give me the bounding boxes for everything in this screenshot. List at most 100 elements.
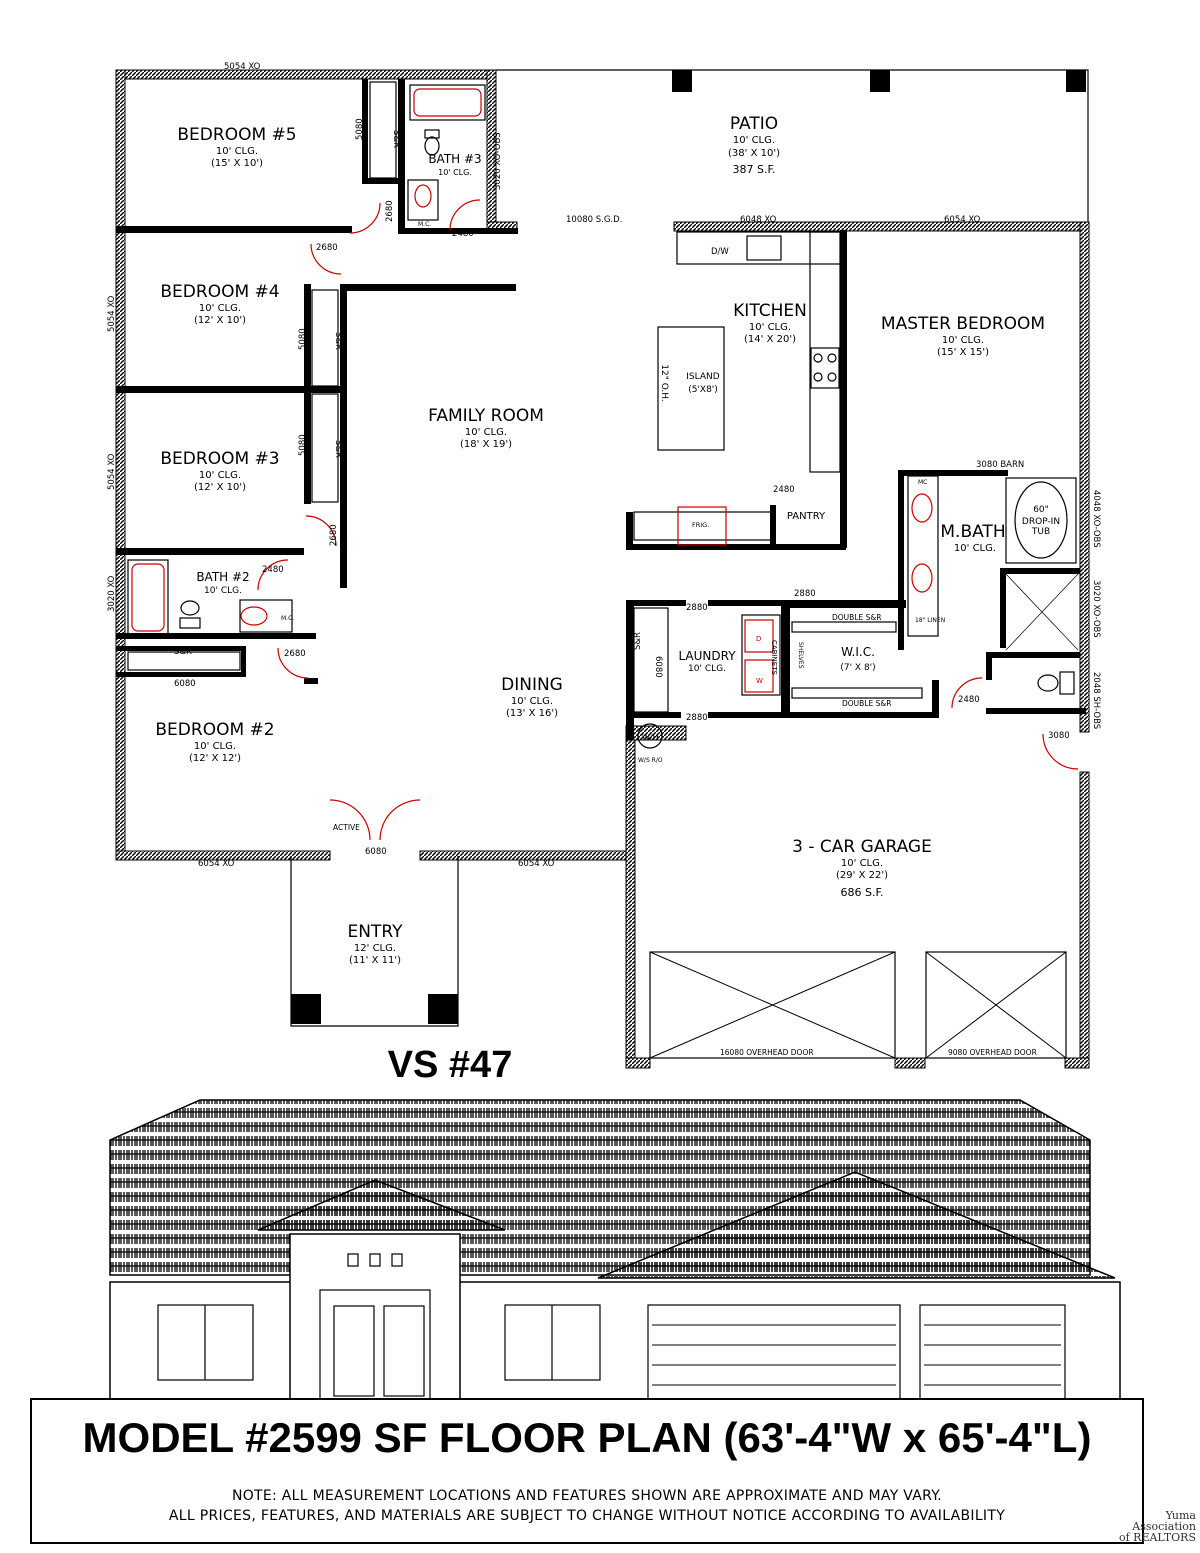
room-bedroom-2: BEDROOM #2 10' CLG. (12' X 12') [155, 720, 274, 764]
svg-text:5080: 5080 [298, 434, 308, 456]
svg-text:(13' X 16'): (13' X 16') [506, 708, 558, 719]
svg-text:2680: 2680 [385, 200, 395, 222]
note-line-2: ALL PRICES, FEATURES, AND MATERIALS ARE … [168, 1508, 1006, 1524]
svg-text:10' CLG.: 10' CLG. [688, 664, 726, 674]
svg-text:10' CLG.: 10' CLG. [204, 586, 242, 596]
svg-text:2880: 2880 [686, 713, 708, 723]
svg-text:387 S.F.: 387 S.F. [732, 163, 775, 176]
svg-text:10' CLG.: 10' CLG. [194, 741, 236, 752]
realtors-logo: Yuma Association of REALTORS [1118, 1509, 1196, 1544]
svg-text:5080: 5080 [355, 118, 365, 140]
front-elevation [109, 1099, 1121, 1405]
svg-text:10' CLG.: 10' CLG. [465, 427, 507, 438]
svg-text:10' CLG.: 10' CLG. [511, 696, 553, 707]
svg-text:M.BATH: M.BATH [940, 522, 1005, 542]
room-bedroom-4: BEDROOM #4 10' CLG. (12' X 10') [160, 282, 279, 326]
svg-text:D: D [756, 635, 761, 643]
svg-text:2480: 2480 [452, 229, 474, 239]
svg-text:S&R: S&R [633, 632, 643, 650]
svg-text:9080 OVERHEAD DOOR: 9080 OVERHEAD DOOR [948, 1048, 1037, 1057]
svg-text:60": 60" [1033, 505, 1049, 515]
svg-text:W/S R/O: W/S R/O [638, 757, 663, 764]
svg-text:KITCHEN: KITCHEN [733, 301, 807, 321]
svg-text:10' CLG.: 10' CLG. [438, 168, 472, 177]
entry-outline [290, 856, 459, 1027]
garage-doors [649, 951, 1067, 1059]
svg-text:10' CLG.: 10' CLG. [733, 135, 775, 146]
svg-text:3020 XO: 3020 XO [107, 575, 117, 612]
svg-text:2480: 2480 [773, 485, 795, 495]
svg-text:3 - CAR GARAGE: 3 - CAR GARAGE [792, 837, 932, 857]
svg-text:2480: 2480 [958, 695, 980, 705]
svg-text:(14' X 20'): (14' X 20') [744, 334, 796, 345]
room-bath-3: BATH #3 10' CLG. [428, 152, 481, 177]
svg-text:(11' X 11'): (11' X 11') [349, 955, 401, 966]
exterior-walls [115, 69, 1090, 1069]
patio-outline [496, 69, 1089, 222]
svg-text:PANTRY: PANTRY [787, 511, 826, 522]
svg-text:W/H: W/H [642, 733, 659, 742]
svg-text:FRIG.: FRIG. [692, 521, 709, 529]
svg-text:BEDROOM #2: BEDROOM #2 [155, 720, 274, 740]
svg-text:(12' X 12'): (12' X 12') [189, 753, 241, 764]
svg-text:BEDROOM #5: BEDROOM #5 [177, 125, 296, 145]
svg-text:SHELVES: SHELVES [797, 642, 804, 669]
plan-title: MODEL #2599 SF FLOOR PLAN (63'-4"W x 65'… [82, 1414, 1092, 1461]
svg-text:S&R: S&R [391, 130, 401, 148]
svg-text:10' CLG.: 10' CLG. [954, 543, 996, 554]
svg-text:3080 BARN: 3080 BARN [976, 460, 1024, 470]
svg-text:10' CLG.: 10' CLG. [199, 303, 241, 314]
svg-text:(12' X 10'): (12' X 10') [194, 482, 246, 493]
room-m-bath: M.BATH 10' CLG. [940, 522, 1005, 554]
svg-text:5054 XO: 5054 XO [224, 62, 261, 72]
annotations: 5054 XO S&R 5080 3020 XO-OBS 2680 M.C. 2… [107, 62, 1101, 1057]
svg-text:6048 XO: 6048 XO [740, 215, 777, 225]
svg-text:W.I.C.: W.I.C. [841, 645, 875, 659]
svg-text:PATIO: PATIO [730, 114, 778, 134]
svg-text:12" O.H.: 12" O.H. [659, 364, 669, 402]
svg-text:10' CLG.: 10' CLG. [841, 858, 883, 869]
svg-text:BATH #2: BATH #2 [196, 570, 249, 584]
svg-text:TUB: TUB [1031, 527, 1050, 537]
svg-text:BEDROOM #3: BEDROOM #3 [160, 449, 279, 469]
svg-text:6054 XO: 6054 XO [518, 859, 555, 869]
svg-text:3080: 3080 [1048, 731, 1070, 741]
room-bedroom-5: BEDROOM #5 10' CLG. (15' X 10') [177, 125, 296, 169]
svg-text:2680: 2680 [316, 243, 338, 253]
svg-text:W: W [756, 677, 763, 685]
svg-text:10' CLG.: 10' CLG. [199, 470, 241, 481]
svg-text:2048 SH-OBS: 2048 SH-OBS [1091, 672, 1101, 729]
svg-text:DOUBLE S&R: DOUBLE S&R [832, 613, 881, 622]
room-family: FAMILY ROOM 10' CLG. (18' X 19') [428, 406, 544, 450]
svg-text:10' CLG.: 10' CLG. [216, 146, 258, 157]
svg-text:D/W: D/W [711, 247, 729, 257]
svg-text:(38' X 10'): (38' X 10') [728, 148, 780, 159]
fixtures [127, 81, 1079, 749]
svg-text:M.C.: M.C. [281, 615, 294, 622]
svg-text:BEDROOM #4: BEDROOM #4 [160, 282, 279, 302]
svg-text:(18' X 19'): (18' X 19') [460, 439, 512, 450]
svg-text:6080: 6080 [365, 847, 387, 857]
svg-text:2880: 2880 [686, 603, 708, 613]
svg-text:MC: MC [918, 479, 927, 486]
room-laundry: LAUNDRY 10' CLG. [678, 649, 736, 674]
svg-text:10' CLG.: 10' CLG. [942, 335, 984, 346]
version-label: VS #47 [387, 1044, 513, 1086]
svg-text:686 S.F.: 686 S.F. [840, 886, 883, 899]
note-line-1: NOTE: ALL MEASUREMENT LOCATIONS AND FEAT… [231, 1488, 943, 1504]
svg-text:MASTER BEDROOM: MASTER BEDROOM [881, 314, 1045, 334]
svg-text:10080 S.G.D.: 10080 S.G.D. [566, 215, 622, 225]
room-pantry: PANTRY [787, 511, 826, 522]
svg-text:(15' X 15'): (15' X 15') [937, 347, 989, 358]
svg-text:S&R: S&R [333, 440, 343, 458]
svg-text:3020 XO-OBS: 3020 XO-OBS [1091, 580, 1101, 638]
room-dining: DINING 10' CLG. (13' X 16') [501, 675, 563, 719]
svg-text:2880: 2880 [794, 589, 816, 599]
svg-text:S&R: S&R [174, 647, 192, 657]
svg-text:(15' X 10'): (15' X 10') [211, 158, 263, 169]
room-entry: ENTRY 12' CLG. (11' X 11') [348, 922, 404, 966]
svg-text:2680: 2680 [329, 524, 339, 546]
interior-walls [116, 79, 1086, 740]
svg-text:16080 OVERHEAD DOOR: 16080 OVERHEAD DOOR [720, 1048, 814, 1057]
svg-text:S&R: S&R [333, 332, 343, 350]
